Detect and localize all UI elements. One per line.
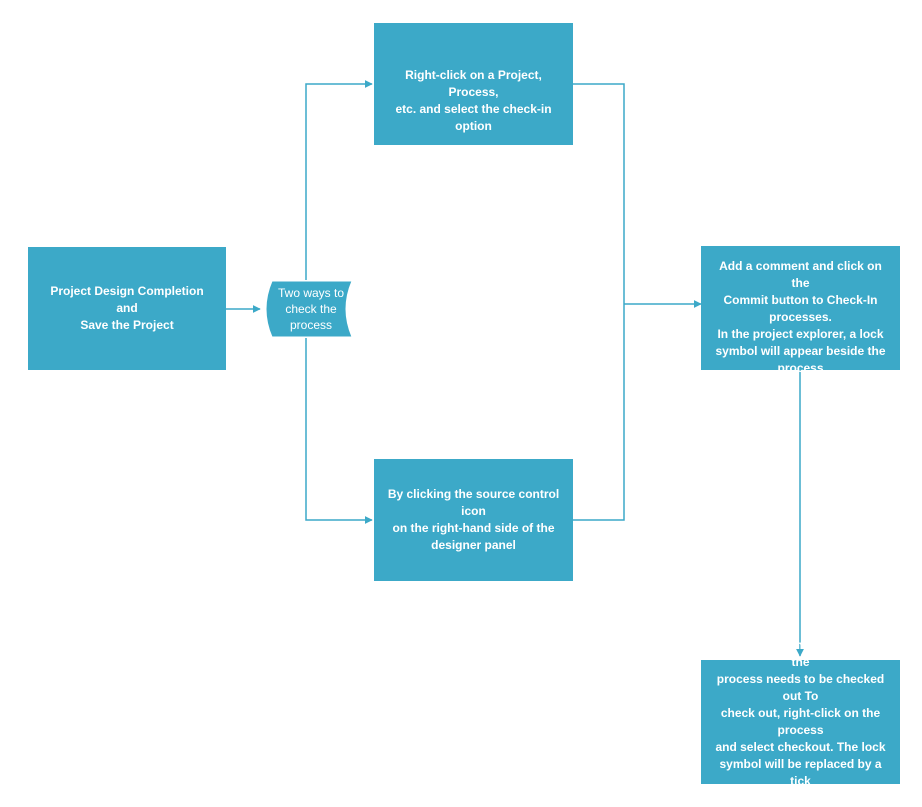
change-request-node: In case of a change request, the process… [701, 638, 900, 805]
source-control-option-node: By clicking the source control icon on t… [374, 459, 573, 581]
connector-source-control-option-to-commit [573, 304, 625, 521]
connector-decision-to-right-click-option [305, 80, 373, 280]
right-click-option-label: Right-click on a Project, Process, etc. … [395, 68, 552, 133]
right-click-option-node: Right-click on a Project, Process, etc. … [374, 23, 573, 145]
decision-node-label: Two ways to check the process [277, 286, 345, 332]
connector-decision-to-source-control-option [305, 338, 373, 524]
source-control-option-label: By clicking the source control icon on t… [387, 487, 560, 552]
connector-right-click-option-to-commit [573, 83, 625, 304]
commit-node: Add a comment and click on the Commit bu… [701, 246, 900, 375]
decision-shape [265, 280, 353, 338]
commit-node-label: Add a comment and click on the Commit bu… [715, 259, 886, 375]
change-request-label: In case of a change request, the process… [715, 638, 886, 805]
start-node: Project Design Completion and Save the P… [28, 247, 226, 370]
start-node-label: Project Design Completion and Save the P… [50, 284, 204, 332]
